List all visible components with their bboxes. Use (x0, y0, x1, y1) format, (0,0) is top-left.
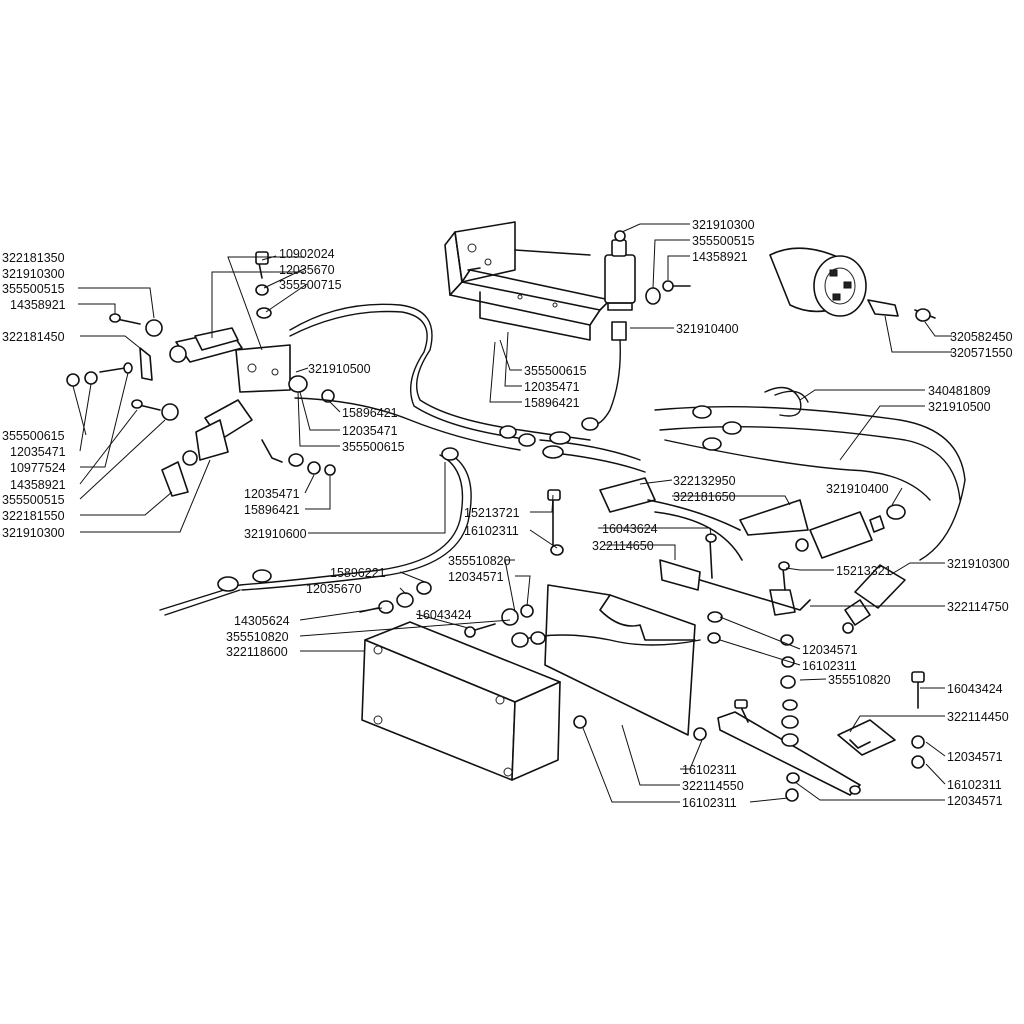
callout-c8: 10977524 (10, 461, 66, 475)
callout-c58: 16102311 (947, 778, 1002, 792)
callout-c31: 320571550 (950, 346, 1013, 360)
leader-lines (72, 223, 952, 803)
callout-c15: 355500715 (279, 278, 342, 292)
wiring-harness (159, 303, 966, 616)
callout-c20: 12035471 (244, 487, 300, 501)
left-switch-upper (109, 251, 291, 393)
callout-c39: 16043624 (602, 522, 658, 536)
callout-c28: 12035471 (524, 380, 580, 394)
callout-c13: 10902024 (279, 247, 335, 261)
callout-c19: 355500615 (342, 440, 405, 454)
callout-c6: 355500615 (2, 429, 65, 443)
callout-c3: 355500515 (2, 282, 65, 296)
callout-c56: 322114450 (947, 710, 1009, 724)
callout-labels: 322181350 321910300 355500515 14358921 3… (2, 218, 1013, 810)
callout-c40: 322114650 (592, 539, 654, 553)
callout-c54: 355510820 (828, 673, 891, 687)
callout-c30: 320582450 (950, 330, 1013, 344)
control-box (361, 621, 701, 781)
callout-c4: 14358921 (10, 298, 66, 312)
callout-c47: 12035670 (306, 582, 362, 596)
callout-c7: 12035471 (10, 445, 66, 459)
callout-c37: 15213721 (464, 506, 520, 520)
callout-c1: 322181350 (2, 251, 65, 265)
callout-c18: 12035471 (342, 424, 398, 438)
callout-c45: 12034571 (448, 570, 504, 584)
callout-c55: 16043424 (947, 682, 1003, 696)
solenoid-motor (769, 247, 936, 322)
callout-c26: 321910400 (676, 322, 739, 336)
callout-c33: 321910500 (928, 400, 991, 414)
callout-c57: 12034571 (947, 750, 1003, 764)
callout-c44: 355510820 (448, 554, 511, 568)
callout-c10: 355500515 (2, 493, 65, 507)
callout-c46: 15896221 (330, 566, 386, 580)
callout-c14: 12035670 (279, 263, 335, 277)
callout-c60: 16102311 (682, 763, 737, 777)
left-switch-lower (66, 362, 336, 497)
callout-c51: 322118600 (226, 645, 288, 659)
callout-c11: 322181550 (2, 509, 65, 523)
callout-c17: 15896421 (342, 406, 398, 420)
callout-c32: 340481809 (928, 384, 991, 398)
callout-c5: 322181450 (2, 330, 65, 344)
callout-c12: 321910300 (2, 526, 65, 540)
callout-c41: 321910300 (947, 557, 1010, 571)
callout-c29: 15896421 (524, 396, 580, 410)
frame-bracket (444, 221, 611, 341)
callout-c36: 321910400 (826, 482, 889, 496)
top-limit-switch (587, 230, 691, 427)
callout-c35: 322181650 (673, 490, 736, 504)
callout-c52: 12034571 (802, 643, 858, 657)
callout-c61: 322114550 (682, 779, 744, 793)
callout-c25: 14358921 (692, 250, 748, 264)
callout-c16: 321910500 (308, 362, 371, 376)
callout-c48: 14305624 (234, 614, 290, 628)
right-limit-switches (769, 504, 906, 634)
callout-c2: 321910300 (2, 267, 65, 281)
callout-c23: 321910300 (692, 218, 755, 232)
callout-c42: 15213321 (836, 564, 892, 578)
callout-c62: 16102311 (682, 796, 737, 810)
callout-c43: 322114750 (947, 600, 1009, 614)
callout-c59: 12034571 (947, 794, 1003, 808)
callout-c34: 322132950 (673, 474, 736, 488)
callout-c49: 16043424 (416, 608, 472, 622)
callout-c9: 14358921 (10, 478, 66, 492)
callout-c53: 16102311 (802, 659, 857, 673)
callout-c24: 355500515 (692, 234, 755, 248)
callout-c38: 16102311 (464, 524, 519, 538)
control-bracket (544, 477, 811, 736)
callout-c22: 321910600 (244, 527, 307, 541)
callout-c50: 355510820 (226, 630, 289, 644)
callout-c27: 355500615 (524, 364, 587, 378)
callout-c21: 15896421 (244, 503, 300, 517)
